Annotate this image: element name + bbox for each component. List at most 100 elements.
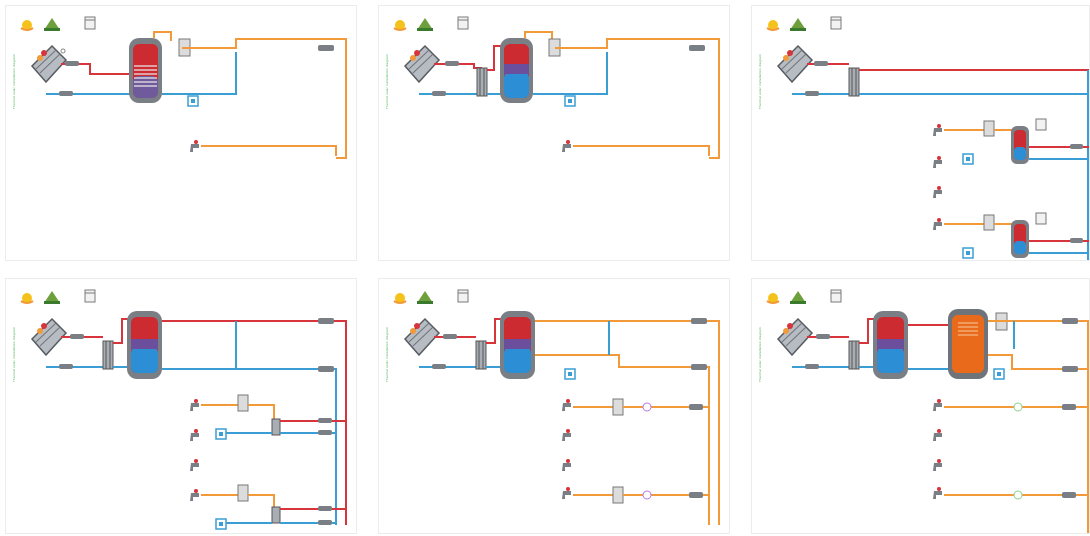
document-icon [830, 289, 842, 303]
document-icon [84, 289, 96, 303]
dhw-pump [689, 45, 705, 51]
tap-outlet [933, 399, 942, 411]
panel-2-schematic [393, 16, 720, 159]
landscape-icon [44, 18, 60, 31]
diagram-panel-2: Thermal solar installation diagram [378, 5, 730, 261]
dwelling-1-valve [642, 402, 652, 412]
dwelling-2-pump [689, 492, 703, 498]
panel-5-schematic [393, 289, 720, 525]
cold-line-pump [805, 364, 819, 369]
hot-line-pump [814, 61, 828, 66]
dwelling-1-pump [1070, 144, 1083, 149]
hot-line-pump [445, 61, 459, 66]
tap-outlet [933, 124, 942, 136]
document-icon [457, 16, 469, 30]
plate-heat-exchanger [102, 340, 114, 370]
sun-icon [393, 20, 407, 31]
recirculation-pipe [162, 52, 237, 95]
dwelling-2-expansion-vessel [983, 214, 995, 231]
cold-line-pump [432, 364, 446, 369]
central-storage-tank [500, 311, 535, 379]
dwelling-1-pump [689, 404, 703, 410]
dwelling-1-heat-exchanger [271, 418, 281, 436]
central-storage-tank [127, 311, 162, 379]
dhw-pump [318, 45, 334, 51]
plate-heat-exchanger [475, 340, 487, 370]
tap-outlet [933, 459, 942, 471]
diagram-panel-4: Thermal solar installation diagram [5, 278, 357, 534]
panel-3-schematic [766, 16, 1089, 260]
solar-collector [30, 44, 68, 84]
dwelling-1-instant-heater [612, 398, 624, 416]
tap-outlet [933, 186, 942, 198]
dwelling-1-tank [1011, 126, 1029, 164]
plate-heat-exchanger [848, 67, 860, 97]
dhw-supply-pipe [524, 31, 553, 41]
tap-outlet [190, 140, 199, 152]
thermometer [60, 48, 66, 54]
document-icon [830, 16, 842, 30]
tap-supply-pipe [201, 145, 337, 156]
dhw-main-pipe [535, 320, 720, 525]
dwelling-2-pump [1062, 492, 1076, 498]
cold-line-pump [805, 91, 819, 96]
dwelling-2-document-icon [1035, 212, 1047, 225]
central-hot-main [162, 320, 347, 525]
sun-icon [20, 293, 34, 304]
panel-6-schematic [766, 289, 1089, 533]
dwelling-1-expansion-vessel [983, 120, 995, 137]
central-cold-main [162, 368, 337, 525]
cold-line-pump [59, 91, 73, 96]
tap-outlet [190, 399, 199, 411]
solar-buffer-tank [873, 311, 908, 379]
cold-line-pump [59, 364, 73, 369]
dwelling-2-tank [1011, 220, 1029, 258]
hot-line-pump [816, 334, 830, 339]
hot-line-pump [443, 334, 457, 339]
dwelling-2-valve [1013, 490, 1023, 500]
main-pump [318, 318, 334, 324]
dwelling-2-heat-exchanger [271, 506, 281, 524]
document-icon [84, 16, 96, 30]
tap-outlet [933, 156, 942, 168]
diagram-panel-5: Thermal solar installation diagram [378, 278, 730, 534]
cold-line-pump [432, 91, 446, 96]
landscape-icon [790, 18, 806, 31]
dhw-supply-pipe [153, 31, 172, 41]
sun-icon [766, 293, 780, 304]
diagram-panel-6: Thermal solar installation diagram [751, 278, 1090, 534]
plate-heat-exchanger [848, 340, 860, 370]
tap-outlet [562, 459, 571, 471]
solar-collector [776, 44, 814, 84]
tap-outlet [933, 429, 942, 441]
solar-collector [403, 44, 441, 84]
dhw-buffer-tank [948, 309, 988, 379]
sun-icon [20, 20, 34, 31]
tap-outlet [562, 487, 571, 499]
landscape-icon [44, 291, 60, 304]
document-icon [457, 289, 469, 303]
landscape-icon [790, 291, 806, 304]
landscape-icon [417, 18, 433, 31]
main-pump [1062, 318, 1078, 324]
dwelling-1-valve [1013, 402, 1023, 412]
main-pump [691, 318, 707, 324]
dwelling-2-instant-heater [612, 486, 624, 504]
dhw-storage-tank [129, 38, 162, 103]
panel-1-schematic [20, 16, 347, 159]
dhw-distribution-pipe [555, 38, 720, 159]
plate-heat-exchanger [476, 67, 488, 97]
solar-collector [776, 317, 814, 357]
return-pump [318, 366, 334, 372]
solar-collector [30, 317, 68, 357]
tap-supply-pipe [573, 145, 710, 156]
return-pump [691, 364, 707, 370]
panel-4-schematic [20, 289, 347, 530]
hot-line-pump [70, 334, 84, 339]
tap-outlet [190, 489, 199, 501]
dwelling-2-pump [1070, 238, 1083, 243]
tap-outlet [562, 140, 571, 152]
tap-outlet [190, 429, 199, 441]
dhw-storage-tank [500, 38, 533, 103]
tap-outlet [933, 487, 942, 499]
